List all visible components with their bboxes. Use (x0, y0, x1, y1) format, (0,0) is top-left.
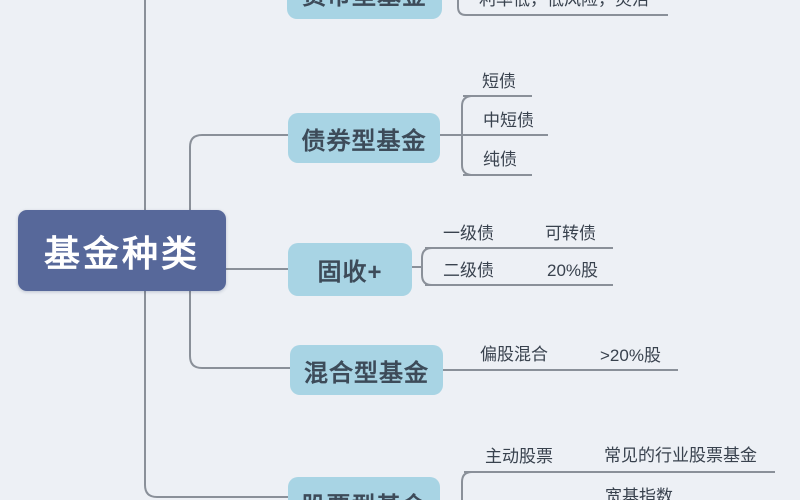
bracket-bond (461, 95, 472, 176)
bracket-stock (461, 471, 473, 500)
branch-node-fixed-income-plus[interactable]: 固收+ (288, 243, 412, 296)
leaf-fixed-tier1-bond[interactable]: 一级债 (443, 224, 494, 243)
edge-root-mixed (189, 291, 290, 369)
branch-node-mixed-label: 混合型基金 (304, 359, 429, 387)
leaf-fixed-tier2-bond[interactable]: 二级债 (443, 261, 494, 280)
branch-node-mixed-fund[interactable]: 混合型基金 (290, 345, 443, 395)
edge-money-note (457, 0, 668, 16)
leaf-fixed-20pct-stock[interactable]: 20%股 (547, 261, 599, 280)
branch-node-stock-fund[interactable]: 股票型基金 (288, 477, 440, 500)
leaf-mixed-equity-biased[interactable]: 偏股混合 (480, 345, 548, 364)
leaf-bond-short[interactable]: 短债 (482, 72, 516, 91)
leaf-stock-industry-funds[interactable]: 常见的行业股票基金 (604, 446, 757, 465)
leaf-fixed-convertible-bond[interactable]: 可转债 (545, 224, 596, 243)
edge-root-bond (189, 134, 288, 210)
branch-node-bond-fund[interactable]: 债券型基金 (288, 113, 440, 163)
edge-root-stock (144, 291, 288, 498)
root-node-fund-types[interactable]: 基金种类 (18, 210, 226, 291)
branch-node-money-label: 货币型基金 (302, 0, 427, 11)
root-node-label: 基金种类 (43, 232, 200, 274)
leaf-stock-active[interactable]: 主动股票 (485, 447, 553, 466)
leaf-stock-broad-index[interactable]: 宽基指数 (605, 487, 673, 500)
branch-node-fixed-label: 固收+ (317, 259, 383, 286)
branch-node-stock-label: 股票型基金 (302, 486, 427, 500)
bracket-fixed (421, 247, 433, 286)
branch-node-bond-label: 债券型基金 (301, 127, 427, 155)
leaf-mixed-gt20pct-stock[interactable]: >20%股 (600, 346, 661, 365)
branch-node-money-fund[interactable]: 货币型基金 (287, 0, 442, 19)
leaf-bond-medium-short[interactable]: 中短债 (483, 111, 534, 130)
leaf-money-note[interactable]: 利率低，低风险，灵活 (479, 0, 649, 10)
leaf-bond-pure[interactable]: 纯债 (483, 150, 517, 169)
